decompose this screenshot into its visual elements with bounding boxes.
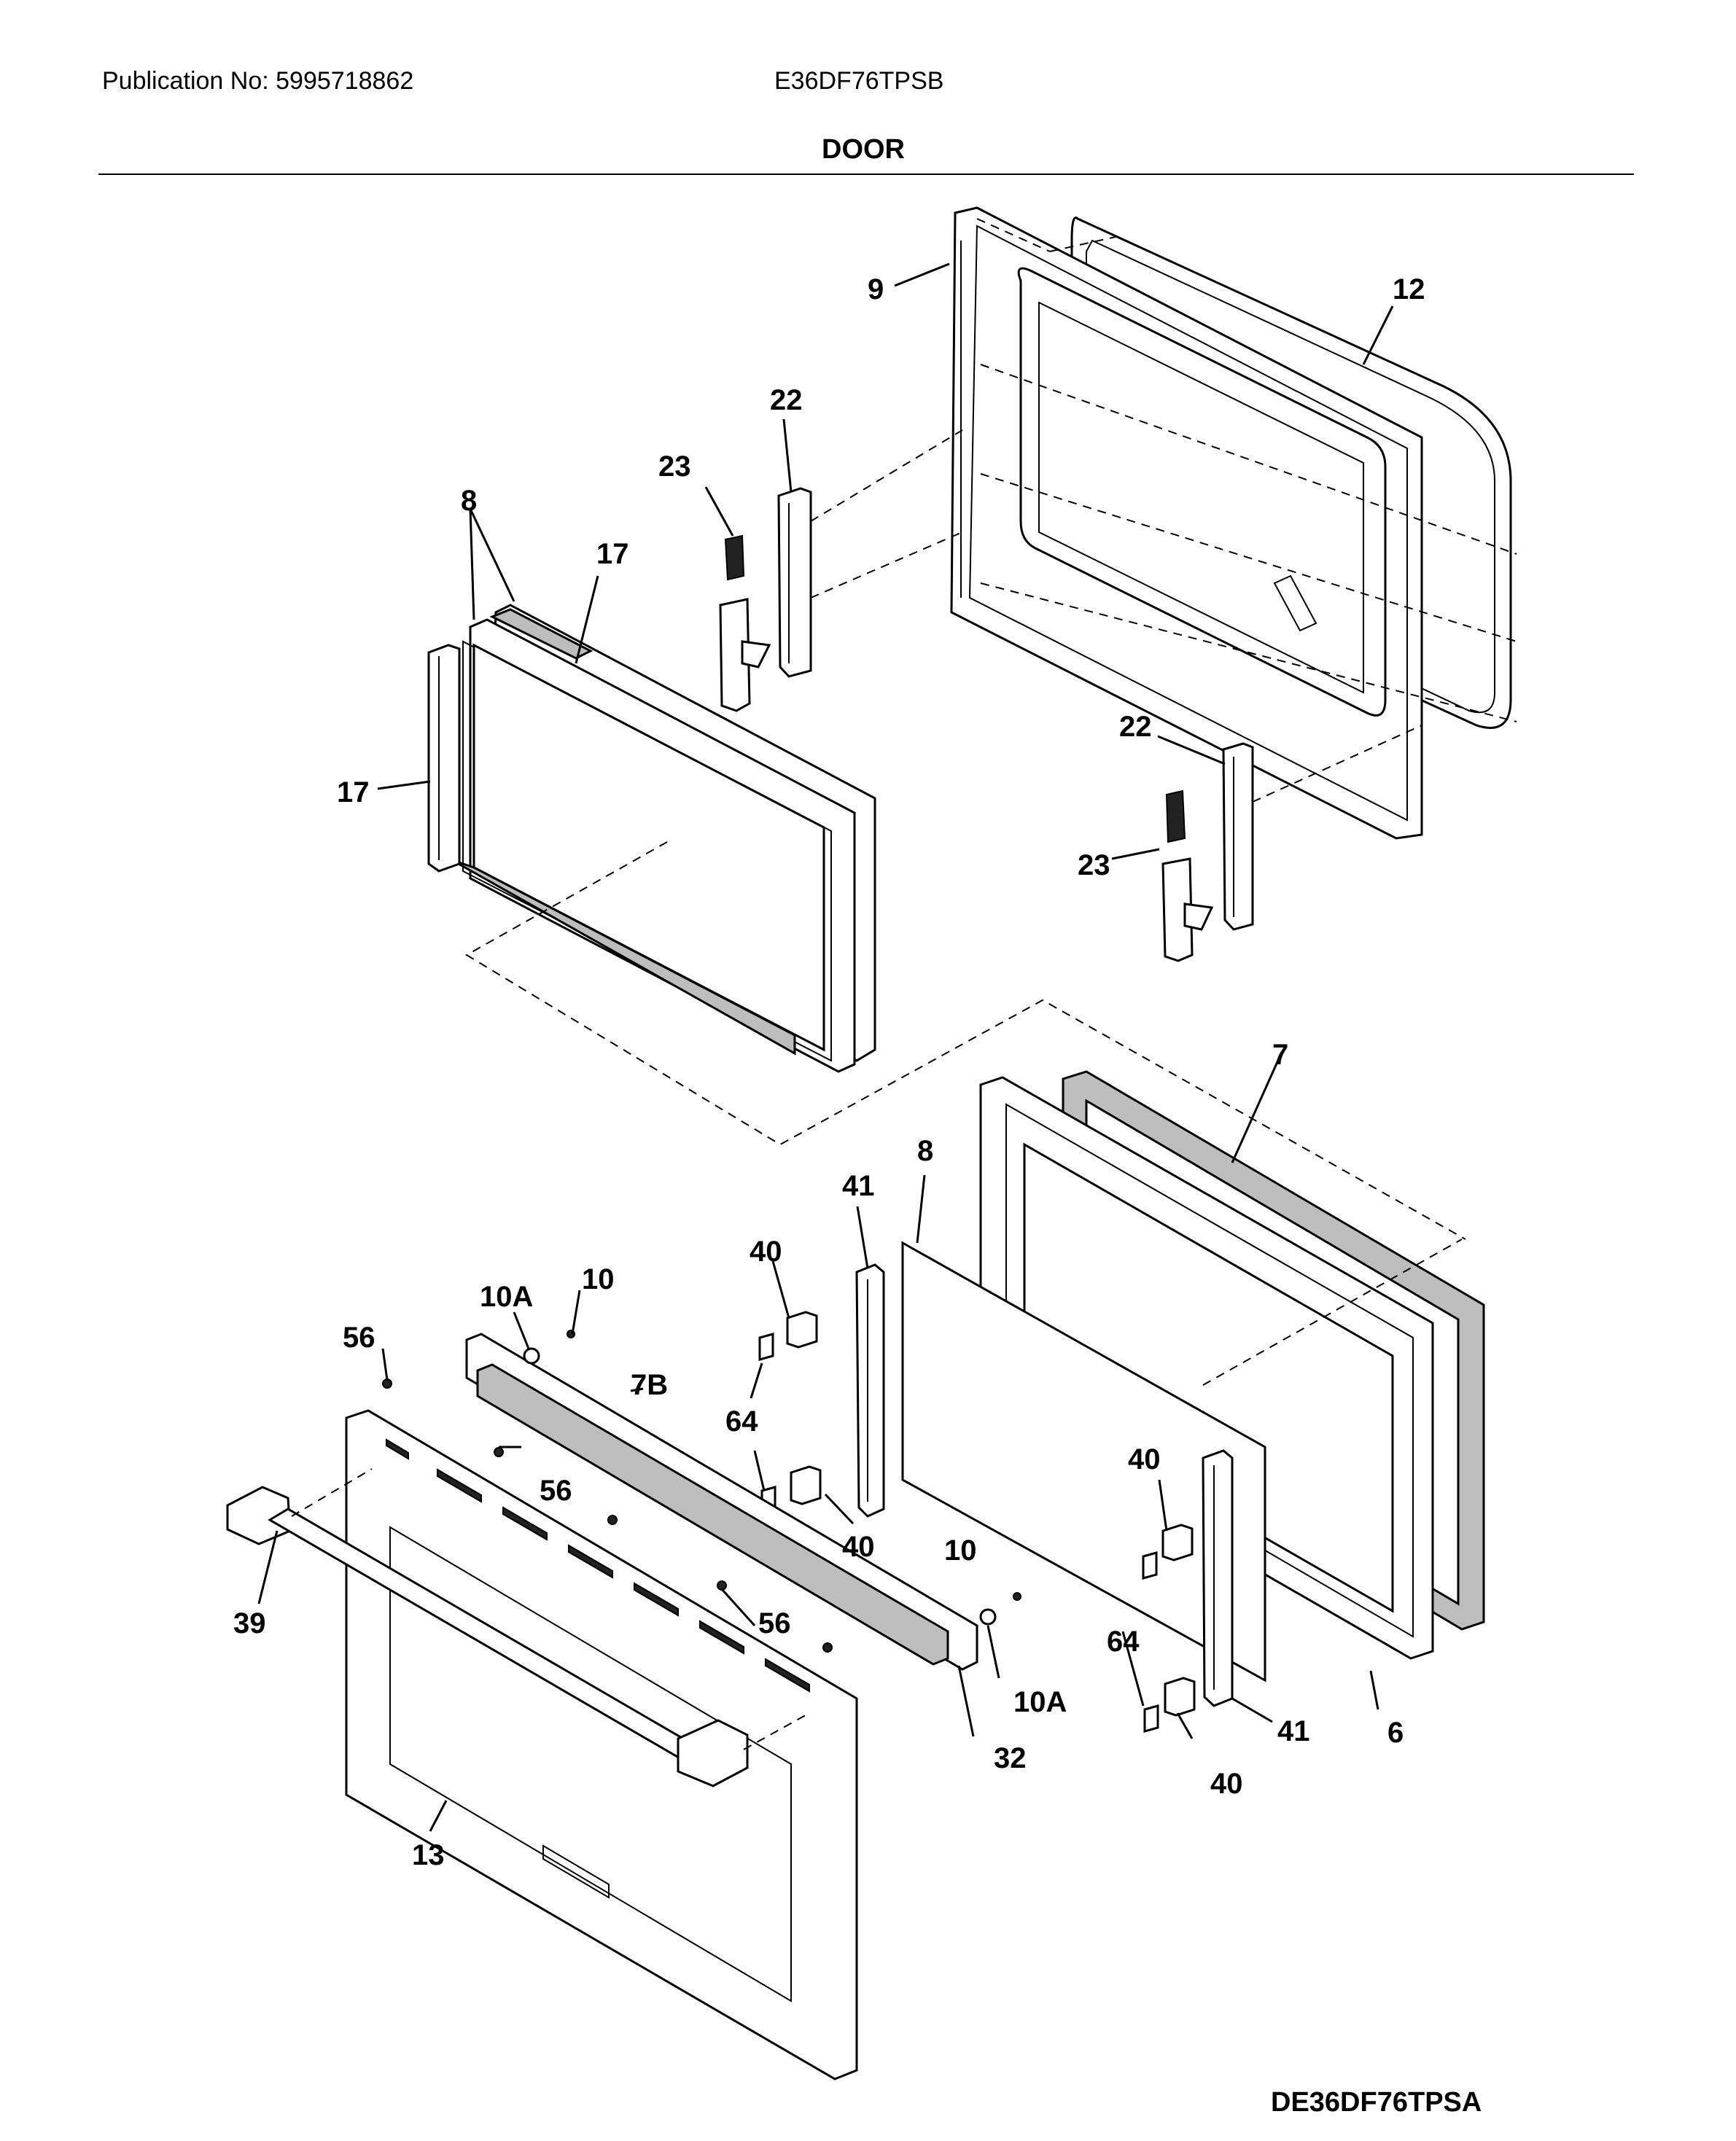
diagram-code: DE36DF76TPSA bbox=[1271, 2087, 1482, 2118]
callout-41-lower: 41 bbox=[1277, 1715, 1310, 1747]
callout-6: 6 bbox=[1387, 1717, 1404, 1749]
glass-pack-8-upper bbox=[451, 604, 876, 1073]
callout-22-upper: 22 bbox=[770, 384, 803, 416]
glass-channel-41-left bbox=[855, 1263, 885, 1518]
outer-door-13 bbox=[345, 1409, 858, 2080]
callout-10A-upper: 10A bbox=[480, 1281, 533, 1313]
callout-10A-lower: 10A bbox=[1013, 1686, 1067, 1718]
callout-56-middle: 56 bbox=[540, 1475, 572, 1507]
header-divider bbox=[98, 173, 1634, 175]
hinge-23-lower bbox=[1161, 789, 1214, 962]
callout-39: 39 bbox=[233, 1607, 266, 1639]
section-title: DOOR bbox=[822, 134, 905, 165]
callout-32: 32 bbox=[994, 1742, 1027, 1774]
assembly-line-hinge-upper-a bbox=[810, 429, 963, 522]
assembly-line-glass-pack bbox=[465, 841, 1466, 1240]
inner-door-frame-9 bbox=[950, 206, 1423, 840]
glass-8-lower bbox=[901, 1241, 1266, 1682]
assembly-line-handle-b bbox=[743, 1712, 810, 1750]
callout-10-upper: 10 bbox=[582, 1263, 615, 1295]
model-number: E36DF76TPSB bbox=[774, 67, 944, 95]
hinge-23-upper bbox=[719, 534, 771, 712]
callout-12: 12 bbox=[1393, 273, 1425, 305]
hinge-channel-22-upper bbox=[777, 487, 812, 678]
screws-56-washers-10A bbox=[382, 1330, 1021, 1653]
callout-56-top: 56 bbox=[343, 1322, 375, 1354]
hinge-channel-22-lower bbox=[1222, 742, 1254, 931]
callout-7B: 7B bbox=[631, 1369, 668, 1401]
callout-23-upper: 23 bbox=[658, 451, 691, 483]
callout-64-right: 64 bbox=[1107, 1626, 1140, 1658]
callout-64-left: 64 bbox=[725, 1405, 758, 1438]
publication-number: Publication No: 5995718862 bbox=[102, 67, 414, 95]
callout-labels: 9 12 22 23 8 17 17 22 23 7 8 41 40 10 10… bbox=[233, 273, 1425, 1871]
callout-8-upper: 8 bbox=[461, 485, 477, 517]
glass-channel-41-right bbox=[1202, 1449, 1234, 1707]
door-vent-slots bbox=[386, 1438, 810, 1693]
callout-10-lower: 10 bbox=[944, 1534, 977, 1567]
callout-40-right-upper: 40 bbox=[1128, 1443, 1161, 1475]
assembly-line-hinge-lower bbox=[1252, 725, 1422, 803]
assembly-line-hinge-upper-b bbox=[810, 531, 963, 598]
callout-13: 13 bbox=[412, 1839, 445, 1871]
callout-41-upper: 41 bbox=[842, 1170, 875, 1202]
side-trim-17-left bbox=[427, 644, 461, 873]
callout-17-upper: 17 bbox=[596, 538, 629, 570]
callout-40-right-lower: 40 bbox=[1210, 1768, 1243, 1800]
callout-23-lower: 23 bbox=[1078, 849, 1110, 881]
callout-7: 7 bbox=[1272, 1039, 1288, 1071]
assembly-line-inner-door bbox=[1202, 1239, 1463, 1386]
callout-22-lower: 22 bbox=[1119, 711, 1152, 743]
callout-40-upper: 40 bbox=[750, 1236, 782, 1268]
assembly-line-handle bbox=[291, 1468, 373, 1517]
callout-40-left-lower: 40 bbox=[842, 1531, 875, 1563]
callout-9: 9 bbox=[868, 273, 884, 305]
callout-8-lower: 8 bbox=[917, 1135, 933, 1167]
door-handle-39 bbox=[226, 1486, 749, 1787]
leader-lines bbox=[257, 262, 1394, 1832]
callout-17-left: 17 bbox=[337, 776, 370, 808]
callout-56-lower: 56 bbox=[758, 1607, 791, 1639]
vent-gasket-7B bbox=[476, 1363, 949, 1666]
assembly-lines-9-12 bbox=[976, 218, 1517, 722]
